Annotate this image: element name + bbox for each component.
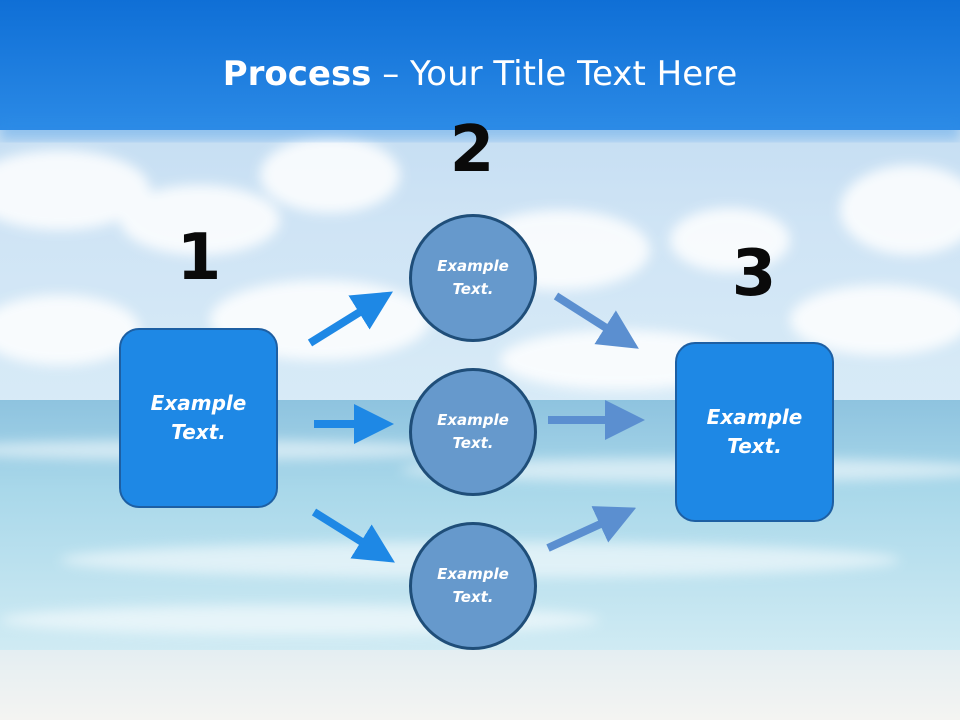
step2-circle-middle: Example Text. — [409, 368, 537, 496]
step1-box-line2: Text. — [171, 420, 226, 444]
circle-bottom-line1: Example — [437, 565, 509, 583]
step3-box-line1: Example — [706, 405, 803, 429]
title-rest: – Your Title Text Here — [371, 54, 738, 94]
arrow-1-to-top — [307, 291, 393, 347]
circle-middle-line1: Example — [437, 411, 509, 429]
circle-top-line1: Example — [437, 257, 509, 275]
slide-title: Process – Your Title Text Here — [0, 52, 960, 96]
step3-box-line2: Text. — [727, 434, 782, 458]
step-number-2: 2 — [449, 113, 495, 187]
arrow-1-to-bottom — [311, 508, 395, 563]
step-number-1: 1 — [176, 221, 222, 295]
title-bold: Process — [222, 54, 372, 94]
step3-box: Example Text. — [675, 342, 834, 522]
circle-bottom-line2: Text. — [452, 588, 494, 606]
circle-top-line2: Text. — [452, 280, 494, 298]
arrow-bottom-to-3 — [546, 506, 637, 552]
step2-circle-bottom: Example Text. — [409, 522, 537, 650]
step1-box-line1: Example — [150, 391, 247, 415]
circle-middle-line2: Text. — [452, 434, 494, 452]
step-number-3: 3 — [731, 237, 777, 311]
arrow-top-to-3 — [553, 292, 639, 349]
step2-circle-top: Example Text. — [409, 214, 537, 342]
step1-box: Example Text. — [119, 328, 278, 508]
